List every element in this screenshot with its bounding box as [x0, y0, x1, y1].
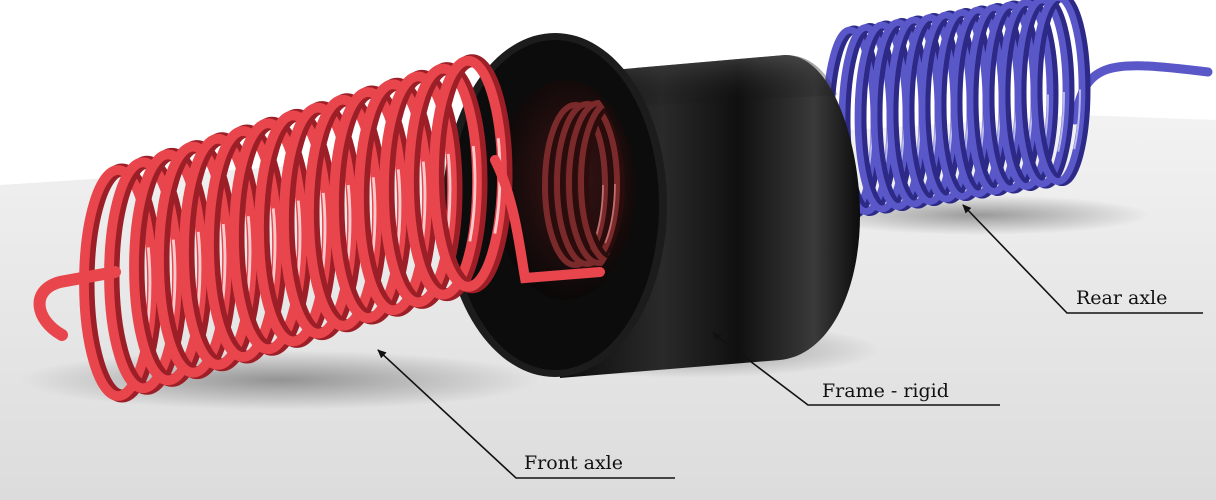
front-axle-coil-highlight [355, 82, 427, 312]
bore-coil-highlight [542, 104, 604, 266]
frame-label: Frame - rigid [822, 380, 949, 402]
front-axle-wire-end [33, 266, 121, 341]
rear-axle-spring [822, 0, 1213, 219]
front-axle-coil [279, 102, 357, 339]
front-axle-coil [229, 118, 307, 355]
front-axle-coil [354, 79, 432, 316]
front-axle-coil [129, 149, 207, 386]
front-axle-coil-highlight [205, 129, 277, 359]
rear-axle-label: Rear axle [1076, 287, 1167, 309]
rear-axle-coil [998, 0, 1054, 190]
front-axle-coil [404, 63, 482, 300]
front-axle-coil-highlight [80, 168, 152, 398]
rear-axle-coil-highlight [999, 1, 1049, 188]
bore-coil [542, 102, 608, 268]
front-axle-coil-highlight [255, 113, 327, 343]
front-axle-coil-highlight [330, 90, 402, 320]
front-axle-coil-highlight [230, 121, 302, 351]
frame-leader [712, 332, 1000, 406]
bore-coil [554, 101, 620, 267]
rear-axle-coil-highlight [1015, 0, 1065, 185]
rear-axle-leader [962, 204, 1203, 314]
rear-axle-coil-highlight [1031, 0, 1081, 183]
rear-axle-coil [1014, 0, 1070, 188]
front-axle-coil-highlight [405, 67, 477, 297]
rear-axle-wire-end [1070, 61, 1213, 125]
front-axle-coil-highlight [305, 98, 377, 328]
front-axle-leader [377, 349, 675, 479]
bore-coil-highlight [554, 103, 616, 265]
front-axle-coil [379, 71, 457, 308]
front-axle-coil-highlight [280, 106, 352, 336]
bore-coil [566, 100, 625, 266]
front-axle-coil [329, 87, 407, 323]
front-axle-coil-highlight [105, 160, 177, 390]
front-axle-coil [304, 94, 382, 331]
front-axle-coil-highlight [155, 145, 227, 375]
front-axle-coil-highlight [130, 152, 202, 382]
front-axle-coil [254, 110, 332, 347]
front-axle-label: Front axle [524, 452, 623, 474]
front-axle-coil [154, 141, 232, 378]
front-axle-coil [204, 126, 282, 362]
front-axle-coil [179, 133, 257, 370]
front-axle-coil-highlight [380, 74, 452, 304]
front-axle-coil-highlight [180, 137, 252, 367]
front-axle-inner-wire [490, 155, 605, 284]
front-axle-spring [33, 54, 605, 403]
rear-axle-coil [1030, 0, 1086, 185]
